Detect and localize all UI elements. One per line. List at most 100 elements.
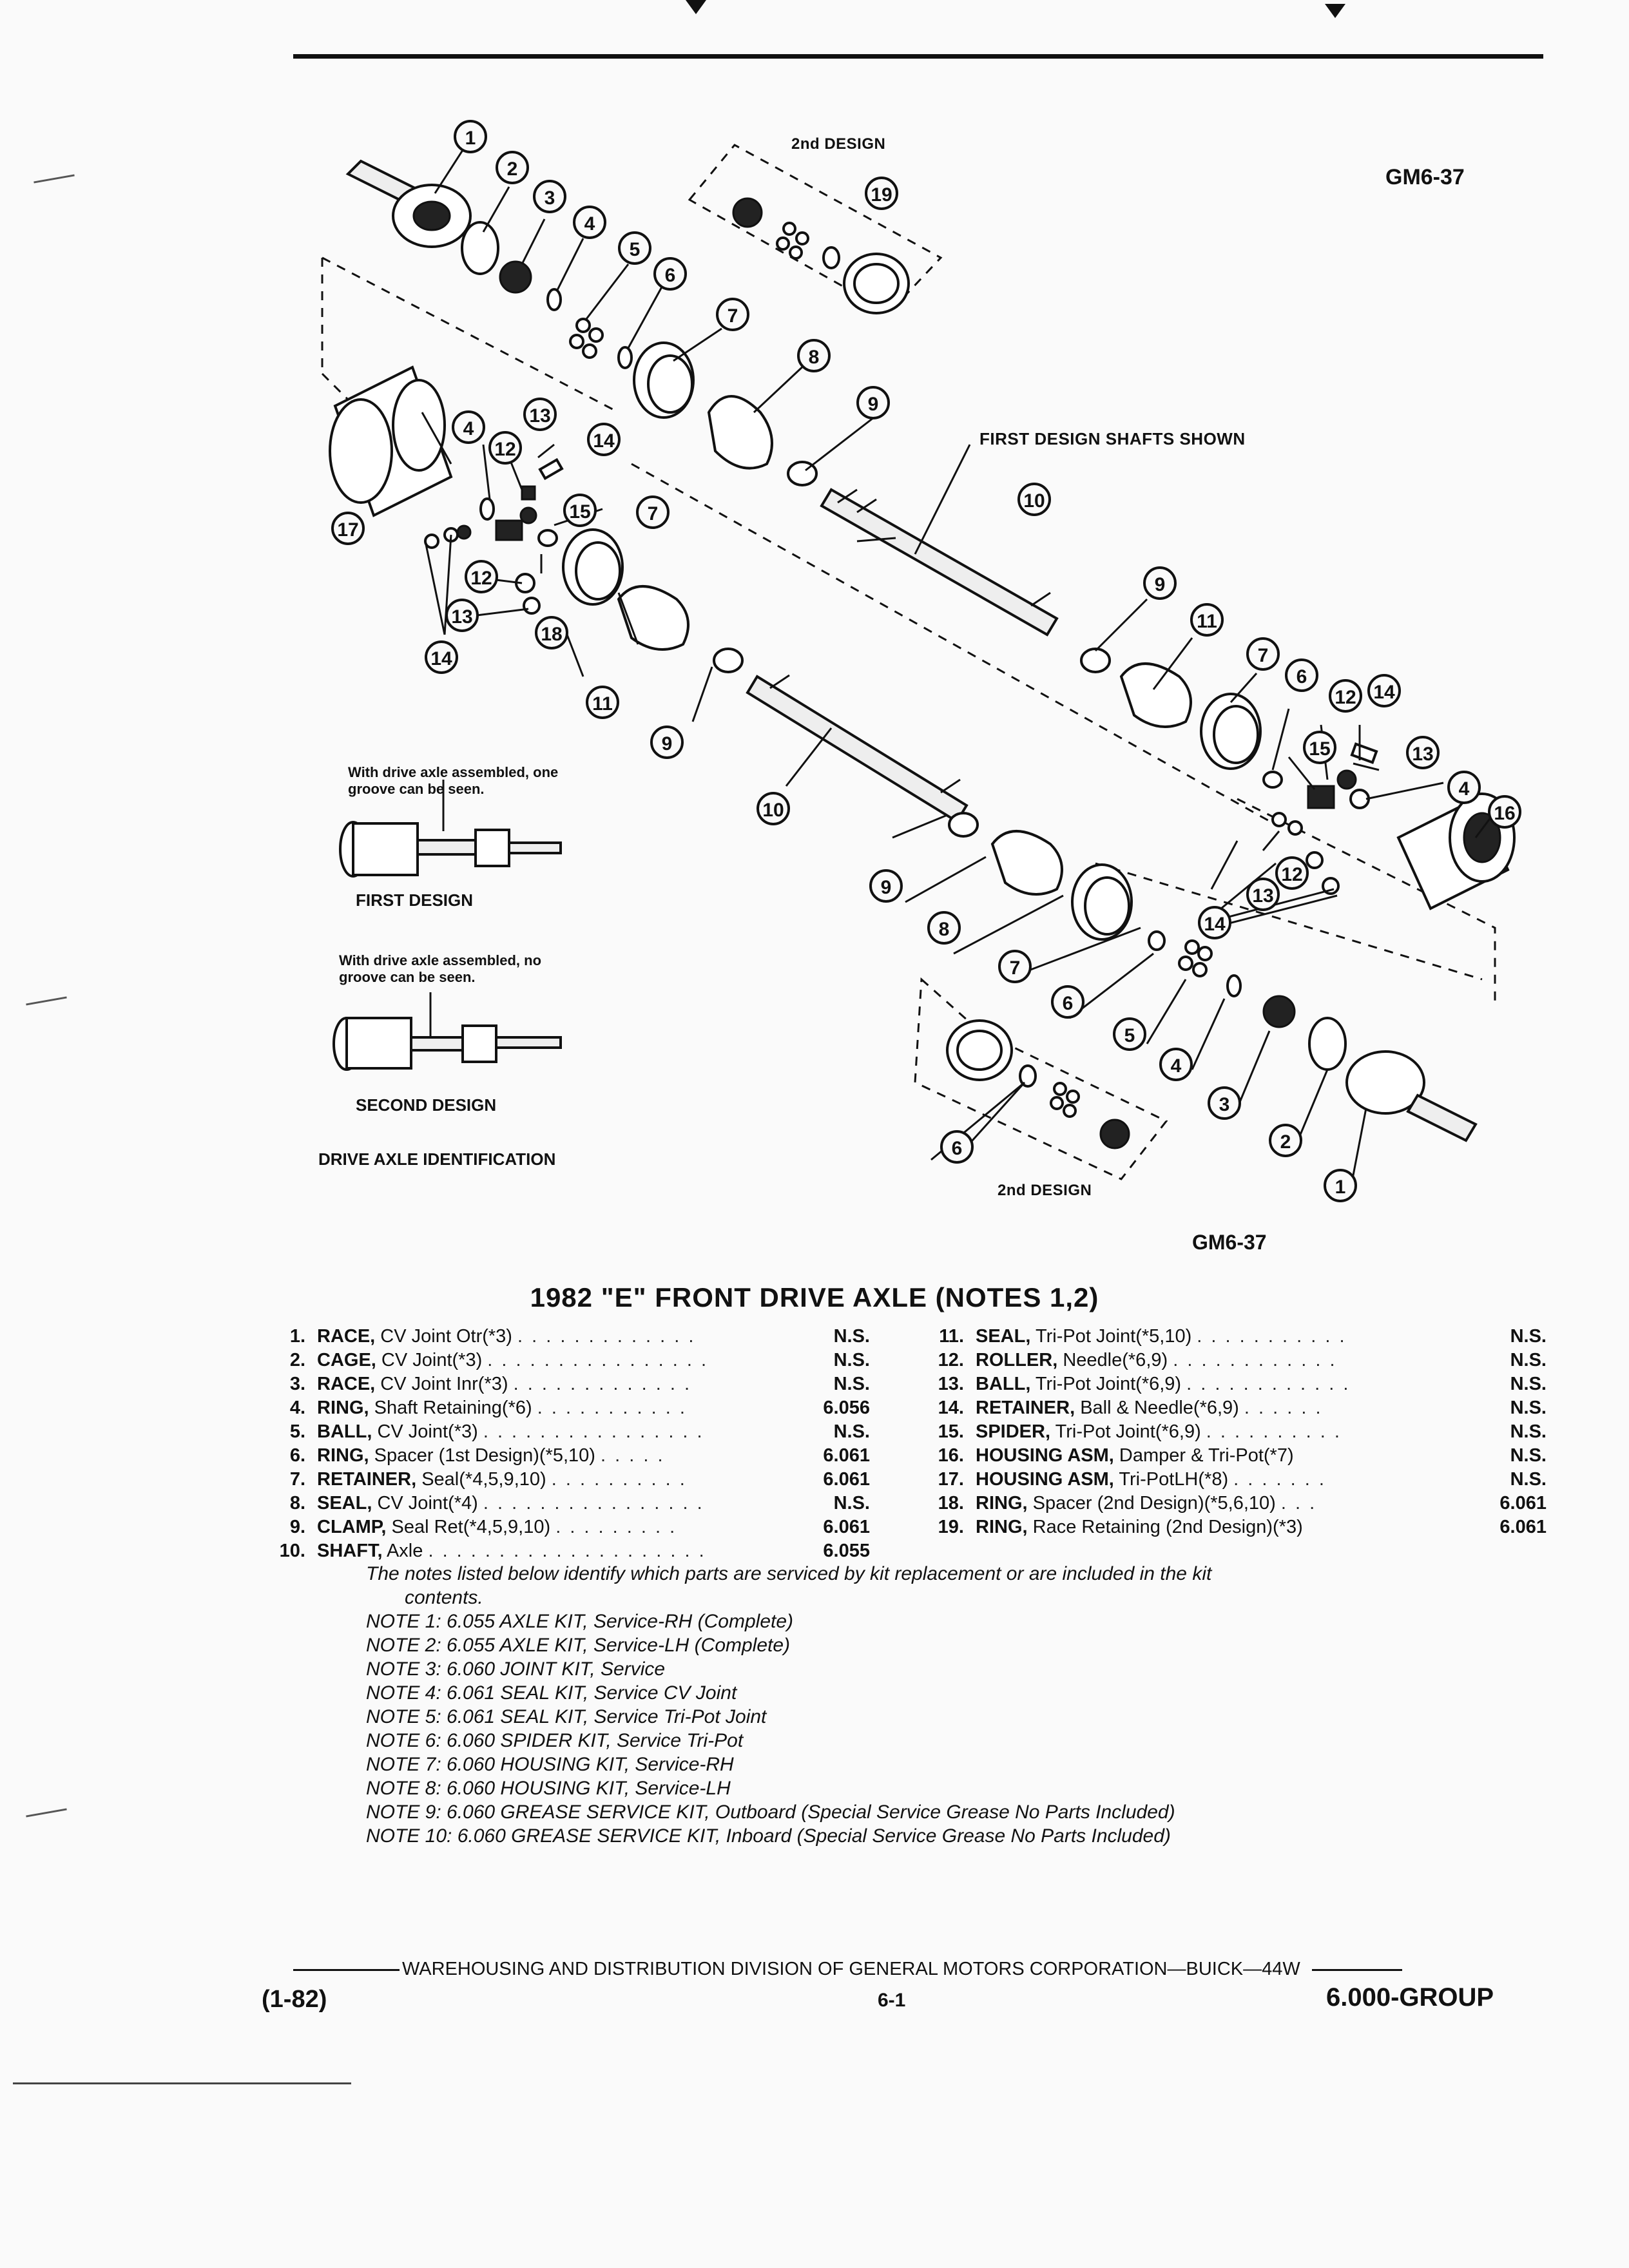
figure-code-bottom: GM6-37 [1192, 1231, 1267, 1254]
outer-race-1d [1345, 1050, 1478, 1142]
retainer-7d [1071, 863, 1133, 941]
svg-text:3: 3 [545, 187, 555, 209]
svg-text:9: 9 [881, 877, 892, 898]
svg-text:12: 12 [470, 568, 492, 589]
list-item: 3.RACE, CV Joint Inr(*3) . . . . . . . .… [289, 1374, 870, 1394]
svg-text:4: 4 [463, 418, 474, 439]
group-code: 6.000-GROUP [1326, 1983, 1494, 2012]
svg-text:5: 5 [630, 239, 641, 260]
retainer-7b [1200, 693, 1262, 770]
svg-text:2: 2 [507, 159, 518, 180]
svg-text:17: 17 [337, 519, 358, 541]
notes-intro-continued: contents. [405, 1587, 483, 1608]
top-rule [293, 54, 1543, 59]
svg-text:4: 4 [584, 213, 595, 235]
note-line: NOTE 8: 6.060 HOUSING KIT, Service-LH [366, 1778, 731, 1799]
note-line: NOTE 1: 6.055 AXLE KIT, Service-RH (Comp… [366, 1611, 794, 1632]
catalog-title: 1982 "E" FRONT DRIVE AXLE (NOTES 1,2) [530, 1282, 1099, 1312]
svg-text:11: 11 [1197, 611, 1217, 632]
svg-text:9: 9 [662, 733, 673, 754]
page-number: 6-1 [878, 1990, 906, 2011]
svg-text:8: 8 [809, 347, 820, 368]
svg-text:6: 6 [952, 1138, 963, 1159]
svg-text:16: 16 [1494, 803, 1515, 824]
list-item: 12.ROLLER, Needle(*6,9) . . . . . . . . … [938, 1350, 1547, 1370]
tripot-seal-11c [617, 585, 689, 651]
ring-4c [479, 497, 495, 521]
tripot-seal-11 [1119, 662, 1192, 728]
ident-second-label: SECOND DESIGN [356, 1095, 497, 1115]
svg-text:13: 13 [451, 606, 472, 628]
cage-2d [1308, 1017, 1347, 1071]
svg-text:7: 7 [1258, 645, 1269, 666]
figure-code-top: GM6-37 [1385, 165, 1465, 189]
ring-4b [1349, 789, 1370, 809]
svg-text:6: 6 [665, 265, 676, 286]
upper-boot-8 [707, 395, 773, 470]
svg-text:14: 14 [593, 430, 615, 452]
ring-4d [1226, 974, 1242, 997]
parts-list-left: 1.RACE, CV Joint Otr(*3) . . . . . . . .… [264, 1325, 896, 1563]
svg-text:13: 13 [529, 405, 550, 427]
svg-text:13: 13 [1252, 885, 1273, 907]
svg-text:14: 14 [1373, 682, 1395, 703]
svg-text:13: 13 [1412, 744, 1433, 765]
housing-16 [1396, 793, 1516, 910]
ring-6d [1148, 930, 1166, 951]
kit-notes: The notes listed below identify which pa… [366, 1562, 1494, 1848]
notes-intro: The notes listed below identify which pa… [366, 1563, 1212, 1584]
balls-5d [1178, 939, 1213, 977]
boot-8d [990, 830, 1063, 896]
svg-text:9: 9 [1155, 574, 1166, 595]
svg-text:7: 7 [1010, 957, 1021, 979]
exploded-axle-diagram: 1 2 3 4 5 6 7 8 9 19 10 9 11 7 6 12 14 1… [321, 120, 1521, 1202]
svg-text:5: 5 [1124, 1025, 1135, 1046]
svg-text:3: 3 [1219, 1094, 1230, 1115]
svg-text:7: 7 [648, 503, 659, 524]
date-code: (1-82) [262, 1986, 327, 2013]
svg-text:12: 12 [1281, 864, 1302, 885]
svg-text:4: 4 [1459, 778, 1470, 800]
upper-ring-4 [546, 288, 562, 311]
upper-clamp-9b [1080, 648, 1111, 673]
parts-list-right: 11.SEAL, Tri-Pot Joint(*5,10) . . . . . … [923, 1325, 1567, 1539]
note-line: NOTE 7: 6.060 HOUSING KIT, Service-RH [366, 1754, 734, 1775]
upper-ring-6 [617, 346, 633, 369]
note-line: NOTE 9: 6.060 GREASE SERVICE KIT, Outboa… [366, 1802, 1175, 1823]
upper-outer-race [345, 159, 472, 248]
svg-text:2: 2 [1280, 1131, 1291, 1153]
needle-12c [538, 457, 564, 481]
inner-race-3d [1262, 995, 1296, 1028]
list-item: 15.SPIDER, Tri-Pot Joint(*6,9) . . . . .… [938, 1421, 1547, 1442]
registration-mark [686, 0, 706, 14]
list-item: 18.RING, Spacer (2nd Design)(*5,6,10) . … [938, 1493, 1547, 1514]
note-line: NOTE 6: 6.060 SPIDER KIT, Service Tri-Po… [366, 1730, 744, 1751]
svg-text:9: 9 [868, 394, 879, 415]
note-line: NOTE 5: 6.061 SEAL KIT, Service Tri-Pot … [366, 1706, 767, 1727]
ident-first-design [339, 780, 562, 878]
roller-12c [521, 485, 536, 501]
ring-6b [1262, 771, 1283, 789]
upper-balls [569, 318, 604, 359]
note-line: NOTE 10: 6.060 GREASE SERVICE KIT, Inboa… [366, 1825, 1171, 1847]
upper-inner-race [499, 260, 532, 294]
list-item: 5.BALL, CV Joint(*3) . . . . . . . . . .… [289, 1421, 870, 1442]
svg-text:10: 10 [1023, 490, 1045, 512]
second-design-label-top: 2nd DESIGN [791, 135, 886, 153]
registration-mark [1325, 4, 1345, 18]
ident-second-design [333, 992, 562, 1071]
svg-text:11: 11 [592, 693, 613, 715]
list-item: 17.HOUSING ASM, Tri-PotLH(*8) . . . . . … [938, 1469, 1547, 1490]
clamp-9c [713, 648, 744, 673]
callouts: 1 2 3 4 5 6 7 8 9 19 10 9 11 7 6 12 14 1… [331, 120, 1521, 1202]
bottom-rule [13, 2082, 351, 2084]
list-item: 6.RING, Spacer (1st Design)(*5,10) . . .… [289, 1445, 870, 1466]
retainer-7c [562, 528, 624, 606]
list-item: 7.RETAINER, Seal(*4,5,9,10) . . . . . . … [289, 1469, 870, 1490]
list-item: 16.HOUSING ASM, Damper & Tri-Pot(*7) N.S… [938, 1445, 1547, 1466]
svg-text:15: 15 [569, 501, 590, 523]
svg-text:7: 7 [728, 305, 738, 327]
svg-text:4: 4 [1171, 1055, 1182, 1077]
upper-retainer-7 [633, 341, 695, 419]
svg-text:8: 8 [939, 919, 950, 940]
